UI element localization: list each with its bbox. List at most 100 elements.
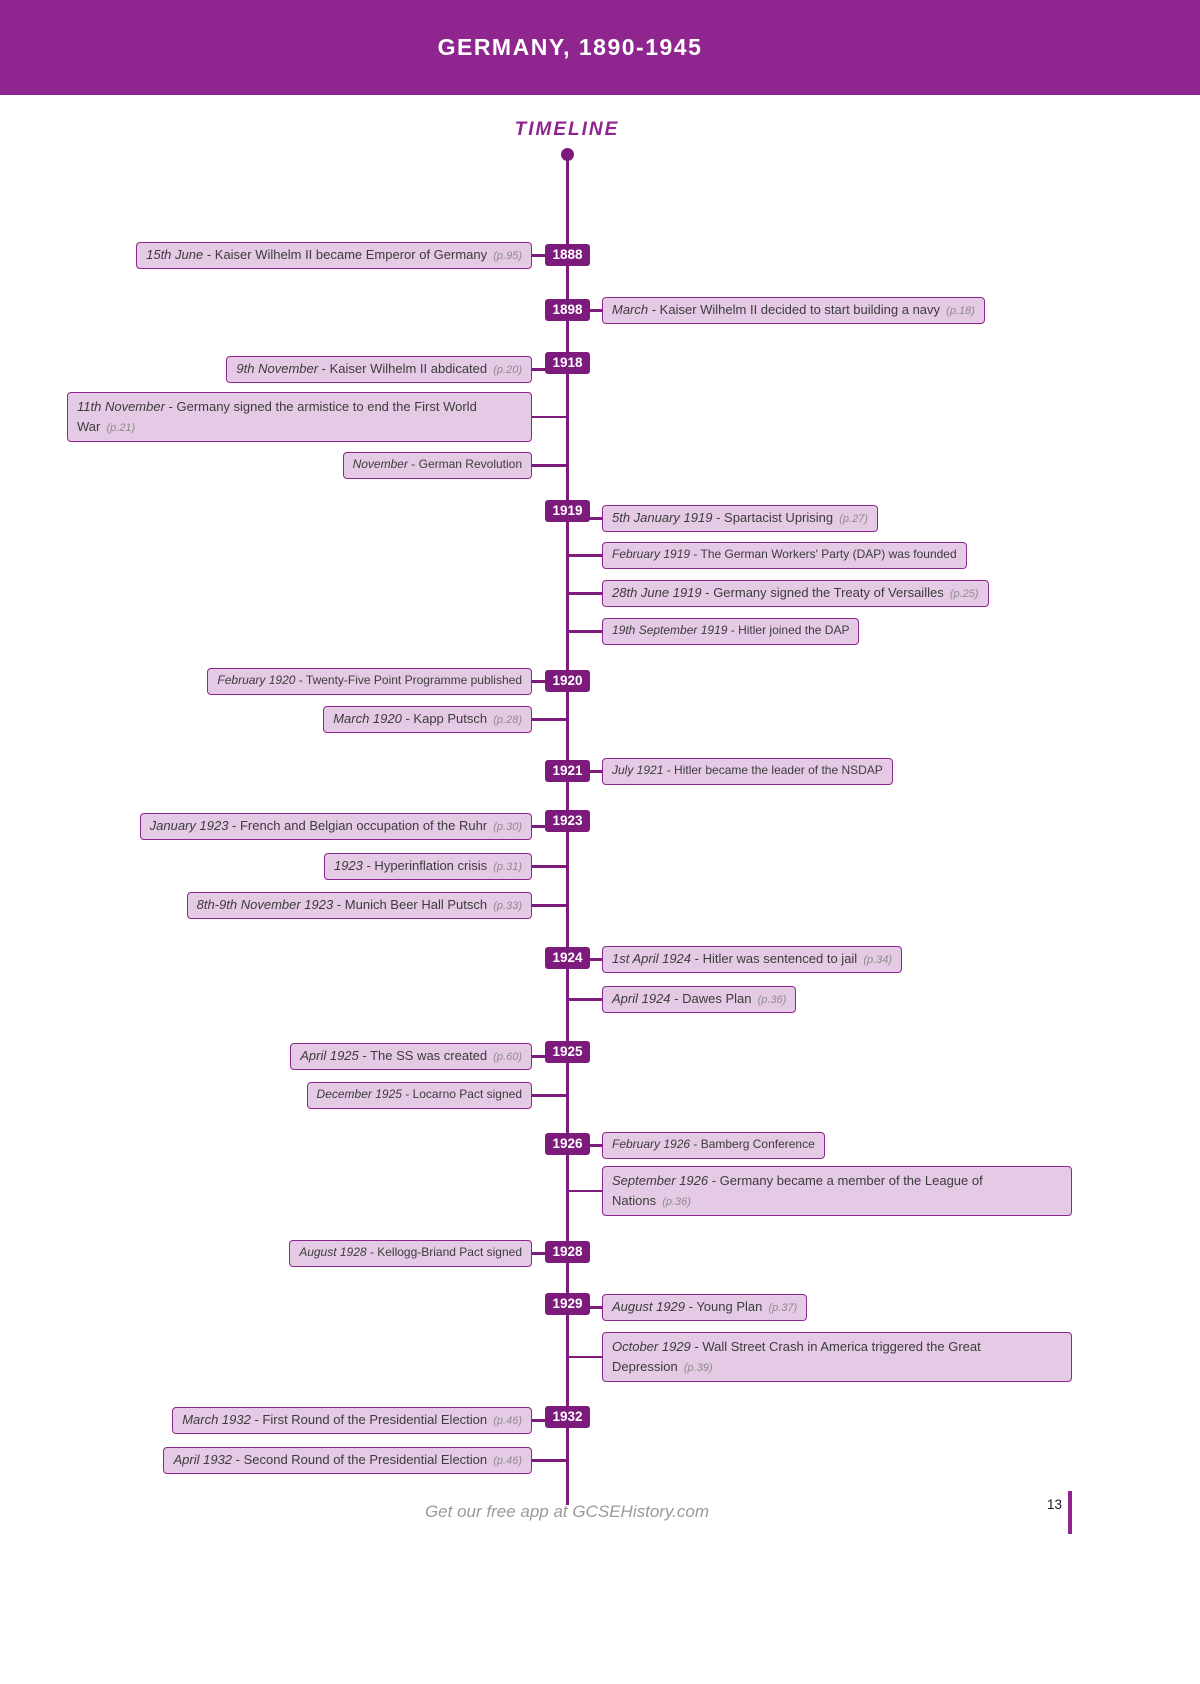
event-connector (532, 865, 569, 868)
year-badge: 1924 (545, 947, 590, 969)
event-box: 28th June 1919 - Germany signed the Trea… (602, 580, 989, 607)
event-text: - Kaiser Wilhelm II decided to start bui… (648, 302, 941, 317)
event-connector (532, 1459, 569, 1462)
event-connector (567, 554, 602, 557)
event-date: November (352, 457, 408, 471)
year-badge: 1921 (545, 760, 590, 782)
event-text: - Bamberg Conference (690, 1137, 815, 1151)
year-badge: 1932 (545, 1406, 590, 1428)
year-badge: 1925 (545, 1041, 590, 1063)
event-box: 19th September 1919 - Hitler joined the … (602, 618, 860, 645)
year-badge: 1918 (545, 352, 590, 374)
page-edge-bar (1068, 1491, 1072, 1534)
event-text: - The German Workers' Party (DAP) was fo… (690, 547, 957, 561)
timeline-title: TIMELINE (514, 119, 620, 140)
year-badge: 1928 (545, 1241, 590, 1263)
event-date: December 1925 (316, 1087, 402, 1101)
event-box: September 1926 - Germany became a member… (602, 1166, 1072, 1216)
year-badge: 1898 (545, 299, 590, 321)
event-text: - Germany became a member of the League … (612, 1173, 983, 1208)
year-badge: 1926 (545, 1133, 590, 1155)
event-page-ref: (p.36) (751, 994, 787, 1006)
event-text: - Spartacist Uprising (712, 510, 834, 525)
event-page-ref: (p.33) (487, 900, 522, 912)
year-badge: 1920 (545, 670, 590, 692)
event-box: August 1929 - Young Plan (p.37) (602, 1294, 808, 1321)
page-title: GERMANY, 1890-1945 (437, 34, 703, 60)
event-date: 8th-9th November 1923 (196, 897, 334, 912)
event-box: March - Kaiser Wilhelm II decided to sta… (602, 297, 985, 324)
event-page-ref: (p.28) (487, 714, 522, 726)
event-box: February 1919 - The German Workers' Part… (602, 542, 967, 569)
event-date: 11th November (77, 399, 165, 414)
event-text: - Kapp Putsch (401, 711, 488, 726)
event-page-ref: (p.20) (487, 364, 522, 376)
event-text: - Second Round of the Presidential Elect… (232, 1452, 488, 1467)
event-box: August 1928 - Kellogg-Briand Pact signed (289, 1240, 532, 1267)
event-text: - Dawes Plan (670, 991, 752, 1006)
event-text: - Hitler joined the DAP (727, 623, 850, 637)
event-connector (567, 630, 602, 633)
event-box: 15th June - Kaiser Wilhelm II became Emp… (136, 242, 532, 269)
event-date: July 1921 (612, 763, 664, 777)
event-date: March (612, 302, 649, 317)
event-text: - The SS was created (358, 1048, 488, 1063)
event-connector (532, 718, 569, 721)
event-connector (567, 1355, 602, 1359)
event-box: April 1924 - Dawes Plan (p.36) (602, 986, 797, 1013)
event-date: August 1929 (612, 1299, 686, 1314)
event-connector (532, 415, 569, 419)
event-text: - German Revolution (407, 457, 522, 471)
event-date: 15th June (146, 247, 204, 262)
event-date: 28th June 1919 (612, 585, 702, 600)
event-date: 9th November (236, 361, 319, 376)
event-text: - Kaiser Wilhelm II abdicated (318, 361, 488, 376)
event-page-ref: (p.18) (940, 305, 975, 317)
event-box: January 1923 - French and Belgian occupa… (139, 813, 532, 840)
page-number: 13 (1046, 1497, 1062, 1512)
event-page-ref: (p.31) (487, 861, 522, 873)
event-page-ref: (p.46) (487, 1415, 522, 1427)
event-connector (532, 904, 569, 907)
event-date: March 1932 (182, 1412, 251, 1427)
event-text: - Germany signed the Treaty of Versaille… (701, 585, 944, 600)
event-box: October 1929 - Wall Street Crash in Amer… (602, 1332, 1072, 1382)
event-page-ref: (p.46) (487, 1455, 522, 1467)
year-badge: 1929 (545, 1293, 590, 1315)
event-text: - Germany signed the armistice to end th… (77, 399, 477, 434)
event-text: - Young Plan (685, 1299, 763, 1314)
event-text: - Twenty-Five Point Programme published (295, 673, 522, 687)
event-connector (567, 1189, 602, 1193)
event-date: April 1925 (300, 1048, 359, 1063)
event-box: April 1932 - Second Round of the Preside… (163, 1447, 532, 1474)
event-text: - Munich Beer Hall Putsch (333, 897, 488, 912)
event-box: December 1925 - Locarno Pact signed (306, 1082, 532, 1109)
event-page-ref: (p.25) (943, 588, 979, 600)
event-page-ref: (p.21) (100, 422, 136, 434)
event-text: - Hyperinflation crisis (362, 858, 488, 873)
event-box: February 1920 - Twenty-Five Point Progra… (207, 668, 532, 695)
event-date: October 1929 (612, 1339, 691, 1354)
event-date: April 1924 (612, 991, 671, 1006)
page-header: GERMANY, 1890-1945 (0, 0, 1200, 95)
event-date: February 1920 (217, 673, 296, 687)
event-box: February 1926 - Bamberg Conference (602, 1132, 825, 1159)
event-text: - First Round of the Presidential Electi… (250, 1412, 488, 1427)
event-date: 5th January 1919 (612, 510, 713, 525)
event-page-ref: (p.34) (857, 954, 893, 966)
event-text: - Kellogg-Briand Pact signed (366, 1245, 522, 1259)
event-connector (532, 464, 569, 467)
event-date: 1st April 1924 (612, 951, 692, 966)
event-box: November - German Revolution (342, 452, 532, 479)
year-badge: 1919 (545, 500, 590, 522)
event-page-ref: (p.39) (677, 1362, 713, 1374)
event-date: August 1928 (299, 1245, 367, 1259)
event-text: - Locarno Pact signed (401, 1087, 522, 1101)
event-box: 11th November - Germany signed the armis… (67, 392, 532, 442)
event-text: - Wall Street Crash in America triggered… (612, 1339, 981, 1374)
event-box: 8th-9th November 1923 - Munich Beer Hall… (186, 892, 532, 919)
event-box: 1st April 1924 - Hitler was sentenced to… (602, 946, 903, 973)
event-box: March 1920 - Kapp Putsch (p.28) (323, 706, 532, 733)
event-date: February 1919 (612, 547, 691, 561)
